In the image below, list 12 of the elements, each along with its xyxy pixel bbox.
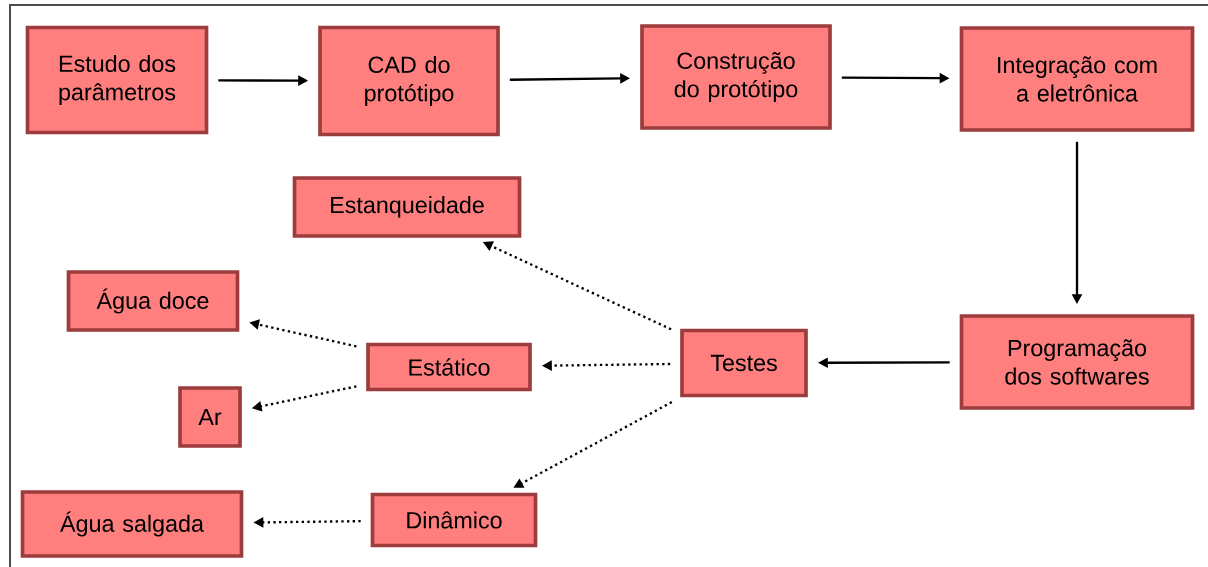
process-box: CAD do protótipo bbox=[318, 25, 500, 137]
process-box: Construção do protótipo bbox=[640, 24, 832, 130]
process-box: Água salgada bbox=[20, 490, 244, 558]
process-box: Água doce bbox=[66, 270, 240, 332]
process-box: Programação dos softwares bbox=[959, 314, 1195, 410]
process-box: Estudo dos parâmetros bbox=[25, 25, 209, 135]
process-box: Estanqueidade bbox=[292, 176, 522, 238]
process-box: Integração com a eletrônica bbox=[959, 26, 1195, 132]
process-box: Testes bbox=[680, 328, 808, 398]
process-box: Dinâmico bbox=[370, 492, 538, 548]
process-box: Estático bbox=[366, 342, 532, 392]
process-box: Ar bbox=[178, 386, 242, 448]
